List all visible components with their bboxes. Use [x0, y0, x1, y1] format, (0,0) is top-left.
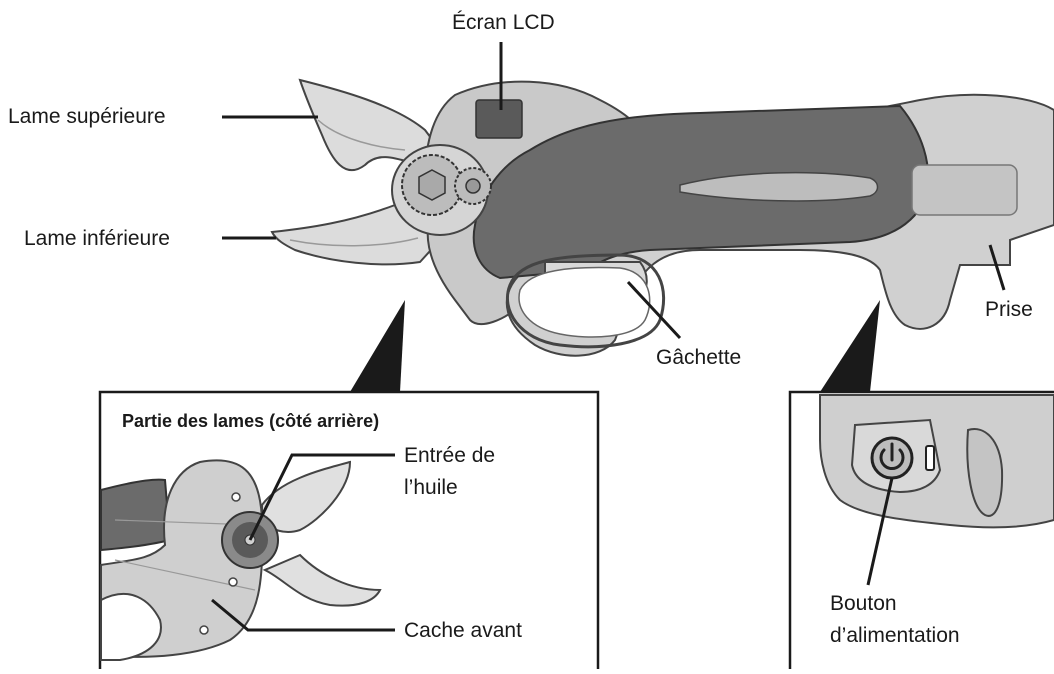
- label-lower-blade: Lame inférieure: [24, 226, 170, 252]
- label-front-cover: Cache avant: [404, 618, 522, 644]
- label-power-button-2: d’alimentation: [830, 623, 960, 649]
- inset-blades-title: Partie des lames (côté arrière): [122, 408, 379, 434]
- lcd-screen: [476, 100, 522, 138]
- label-lcd-screen: Écran LCD: [452, 10, 555, 36]
- label-socket: Prise: [985, 297, 1033, 323]
- label-upper-blade: Lame supérieure: [8, 104, 166, 130]
- inset-power-pointer: [820, 300, 880, 392]
- inset-blades: [100, 300, 598, 669]
- power-indicator: [926, 446, 934, 470]
- inset-blades-pointer: [350, 300, 405, 392]
- label-oil-inlet-2: l’huile: [404, 475, 458, 501]
- pruner-tool: [272, 80, 1054, 356]
- label-oil-inlet-1: Entrée de: [404, 443, 495, 469]
- label-power-button-1: Bouton: [830, 591, 897, 617]
- label-trigger: Gâchette: [656, 345, 741, 371]
